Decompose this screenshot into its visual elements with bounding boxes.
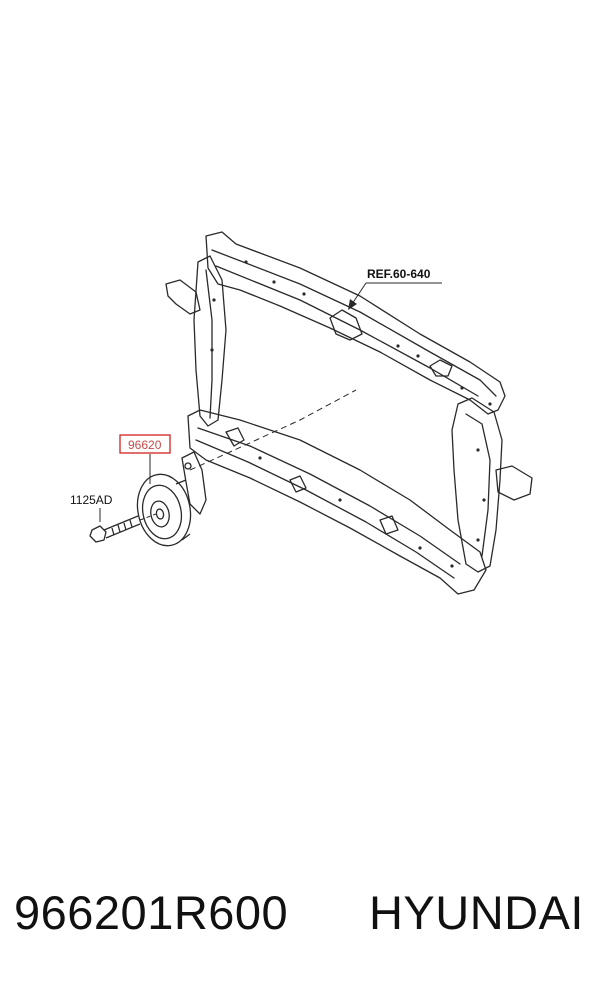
assembly-guide-line <box>189 389 357 471</box>
horn-bracket-icon <box>181 451 207 515</box>
bolt-guide-line <box>139 513 157 521</box>
caption: 966201R600 HYUNDAI <box>0 872 600 952</box>
radiator-support-panel-icon <box>165 231 533 595</box>
part-highlight-box <box>119 434 171 454</box>
part-number: 966201R600 <box>14 885 289 939</box>
horn-icon <box>136 473 192 547</box>
brand-name: HYUNDAI <box>368 885 584 939</box>
leader-lines <box>99 282 442 522</box>
panel-holes <box>210 260 492 568</box>
ref-label: REF.60-640 <box>367 267 431 281</box>
bolt-icon <box>89 515 141 543</box>
ref-arrow-icon <box>348 299 357 310</box>
bolt-label: 1125AD <box>70 493 113 507</box>
part-label: 96620 <box>128 438 162 452</box>
